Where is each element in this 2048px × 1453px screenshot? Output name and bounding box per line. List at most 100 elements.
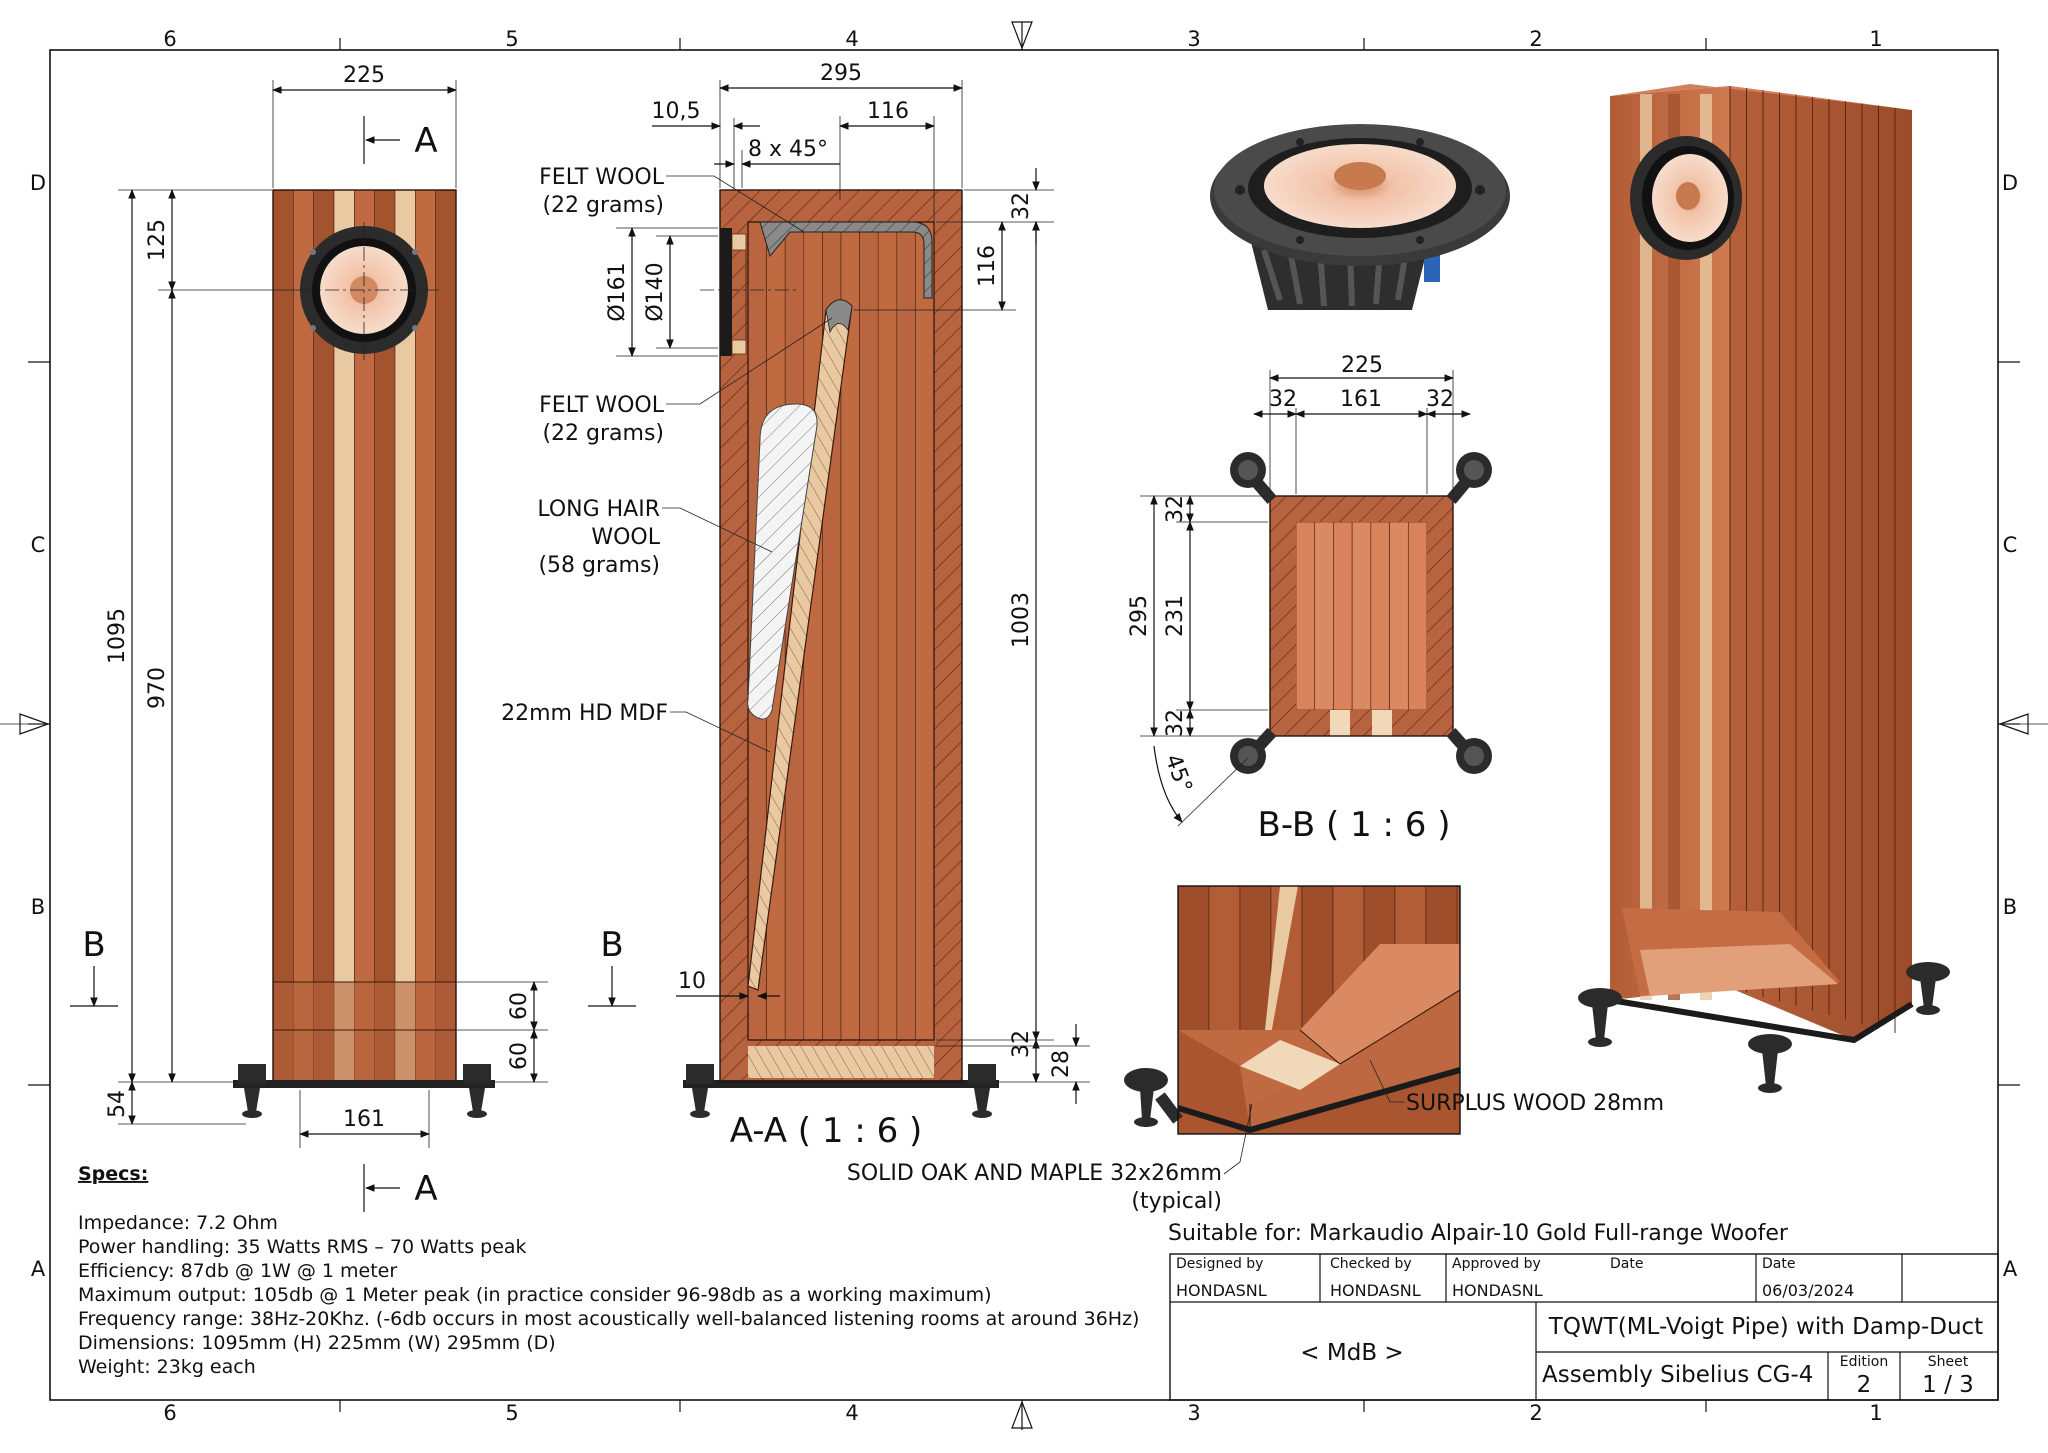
top-panel-dim: 32 [1009, 192, 1034, 220]
designed-by-label: Designed by [1176, 1256, 1263, 1272]
bb-panel-back-dim: 32 [1163, 709, 1188, 737]
front-strip [272, 189, 294, 1083]
approved-by-value: HONDASNL [1452, 1281, 1543, 1300]
section-strip [915, 221, 935, 1041]
bb-strip [1333, 521, 1353, 711]
section-a-marker-bottom: A [414, 1169, 437, 1209]
iso-face-strip [1640, 94, 1652, 1000]
section-strip [859, 221, 879, 1041]
grid-col-top: 2 [1529, 27, 1542, 51]
iso-feet [1578, 962, 1950, 1093]
grid-row-left: A [31, 1257, 46, 1281]
grid-row-right: C [2003, 533, 2018, 557]
grid-col-bottom: 2 [1529, 1401, 1542, 1425]
section-b-b: 225 32 161 32 295 32 231 32 45° B-B ( 1 … [1127, 353, 1492, 845]
front-width-dim: 225 [343, 63, 385, 88]
solid-wood-label: SOLID OAK AND MAPLE 32x26mm [847, 1161, 1222, 1186]
grid-col-bottom: 5 [505, 1401, 518, 1425]
center-mark-bottom-icon [1011, 1400, 1033, 1429]
drawing-subtitle: Assembly Sibelius CG-4 [1542, 1362, 1813, 1388]
bb-feet [1230, 452, 1492, 774]
grid-row-left: B [31, 895, 45, 919]
surplus-wood-label: SURPLUS WOOD 28mm [1406, 1091, 1664, 1116]
checked-by-value: HONDASNL [1330, 1281, 1421, 1300]
grid-row-right: B [2003, 895, 2017, 919]
grid-col-bottom: 4 [845, 1401, 858, 1425]
front-band-1-dim: 60 [507, 992, 532, 1020]
iso-driver-icon [1630, 136, 1742, 260]
spec-line: Dimensions: 1095mm (H) 225mm (W) 295mm (… [78, 1332, 556, 1354]
bb-width-dim: 225 [1341, 353, 1383, 378]
section-depth-dim: 295 [820, 61, 862, 86]
driver-render-icon [1210, 124, 1510, 310]
approved-date-label: Date [1610, 1256, 1643, 1272]
callout-mdf: 22mm HD MDF [501, 701, 668, 726]
front-height-dim: 1095 [105, 608, 130, 664]
isometric-view [1578, 84, 1950, 1093]
detail-strip [1208, 885, 1241, 1037]
specs-block: Specs: Impedance: 7.2 Ohm Power handling… [78, 1163, 1139, 1378]
grid-col-bottom: 1 [1869, 1401, 1882, 1425]
callout-felt-top-2: (22 grams) [542, 193, 664, 218]
duct-depth-dim: 116 [975, 245, 1000, 287]
grid-row-left: C [31, 533, 46, 557]
section-a-a: 295 10,5 8 x 45° 116 32 116 1003 32 28 [501, 61, 1090, 1151]
callout-wool-1: LONG HAIR [537, 497, 660, 522]
bb-strips [1295, 521, 1428, 711]
checked-by-label: Checked by [1330, 1256, 1412, 1272]
detail-strip [1177, 885, 1210, 1037]
section-b-marker-right: B [600, 925, 623, 965]
callout-wool-3: (58 grams) [538, 553, 660, 578]
callout-felt-duct-2: (22 grams) [542, 421, 664, 446]
grid-col-bottom: 3 [1187, 1401, 1200, 1425]
front-driver-bottom-dim: 970 [145, 667, 170, 709]
inner-diameter-dim: Ø140 [643, 262, 668, 321]
detail-strip [1239, 885, 1272, 1037]
front-strip [415, 189, 436, 1083]
bb-angle-dim: 45° [1160, 751, 1197, 796]
bb-strip [1407, 521, 1428, 711]
date-value: 06/03/2024 [1762, 1281, 1854, 1300]
iso-face-strip [1668, 94, 1680, 1000]
section-b-b-caption: B-B ( 1 : 6 ) [1258, 805, 1451, 845]
spec-line: Maximum output: 105db @ 1 Meter peak (in… [78, 1284, 992, 1306]
grid-row-right: D [2002, 171, 2018, 195]
bb-strip [1351, 521, 1372, 711]
specs-heading: Specs: [78, 1163, 148, 1185]
center-mark-top-icon [1011, 21, 1033, 50]
grid-col-bottom: 6 [163, 1401, 176, 1425]
detail-view: SURPLUS WOOD 28mm SOLID OAK AND MAPLE 32… [847, 885, 1664, 1214]
grid-row-left: D [30, 171, 46, 195]
callout-wool-2: WOOL [591, 525, 660, 550]
surplus-dim: 28 [1049, 1050, 1074, 1078]
sheet-value: 1 / 3 [1922, 1372, 1974, 1398]
grid-col-top: 1 [1869, 27, 1882, 51]
bb-strip [1314, 521, 1334, 711]
grid-col-top: 5 [505, 27, 518, 51]
grid-row-right: A [2003, 1257, 2018, 1281]
bb-depth-dim: 295 [1127, 595, 1152, 637]
top-inner-dim: 116 [867, 99, 909, 124]
edition-label: Edition [1840, 1354, 1888, 1370]
date-label: Date [1762, 1256, 1795, 1272]
front-strip [435, 189, 457, 1083]
spec-line: Frequency range: 38Hz-20Khz. (-6db occur… [78, 1308, 1139, 1330]
section-b-marker-left: B [82, 925, 105, 965]
callout-felt-duct-1: FELT WOOL [539, 393, 665, 418]
solid-wood-typical-label: (typical) [1131, 1189, 1222, 1214]
title-block: Suitable for: Markaudio Alpair-10 Gold F… [1168, 1221, 1999, 1401]
outer-diameter-dim: Ø161 [605, 262, 630, 321]
bb-panel-front-dim: 32 [1163, 495, 1188, 523]
bb-inner-width-dim: 161 [1340, 387, 1382, 412]
grid-col-top: 3 [1187, 27, 1200, 51]
slot-dim: 10 [678, 969, 706, 994]
section-a-a-caption: A-A ( 1 : 6 ) [730, 1111, 923, 1151]
baffle-thickness-dim: 10,5 [652, 99, 701, 124]
spec-line: Weight: 23kg each [78, 1356, 256, 1378]
spec-line: Impedance: 7.2 Ohm [78, 1212, 278, 1234]
bb-side-left-dim: 32 [1269, 387, 1297, 412]
grid-col-top: 4 [845, 27, 858, 51]
front-feet-spacing-dim: 161 [343, 1107, 385, 1132]
